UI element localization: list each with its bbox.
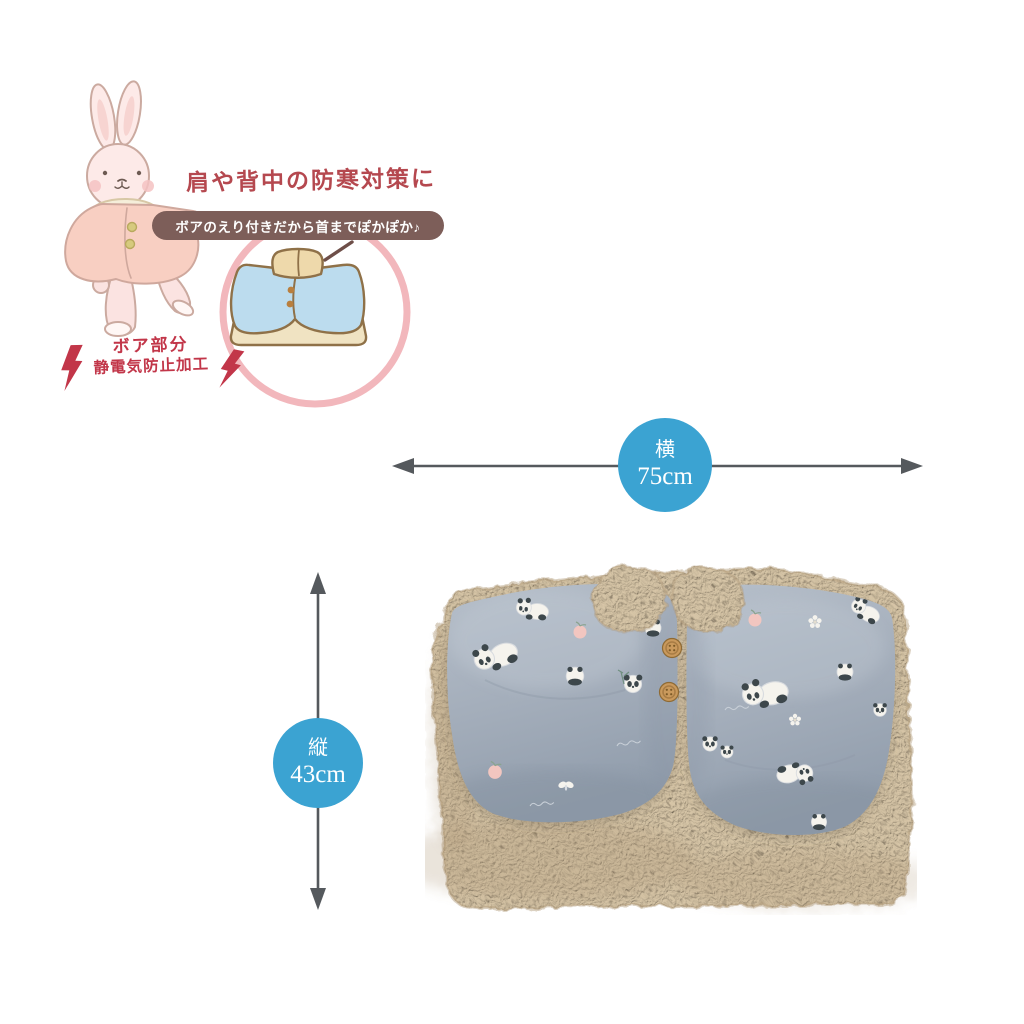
cape-illustration bbox=[229, 247, 368, 347]
collar-detail-illustration bbox=[219, 216, 411, 408]
speech-bubble: ボアのえり付きだから首までぽかぽか♪ bbox=[152, 211, 444, 240]
wooden-button bbox=[658, 681, 680, 703]
height-label: 縦 bbox=[308, 736, 328, 759]
cape-button bbox=[124, 238, 136, 250]
caption-line2: 静電気防止加工 bbox=[93, 356, 210, 378]
lightning-icon bbox=[219, 349, 245, 388]
rabbit-ears bbox=[89, 80, 142, 151]
lightning-icon bbox=[61, 344, 83, 392]
anti-static-caption: ボア部分 静電気防止加工 bbox=[77, 332, 224, 380]
bubble-pointer-line bbox=[323, 240, 354, 262]
width-value: 75cm bbox=[637, 462, 693, 490]
height-badge: 縦 43cm bbox=[273, 718, 363, 808]
cape-button bbox=[286, 300, 294, 308]
wooden-button bbox=[661, 637, 683, 659]
cape-button bbox=[287, 286, 295, 294]
rabbit-legs bbox=[92, 268, 195, 337]
width-label: 横 bbox=[655, 438, 675, 461]
cape-body bbox=[229, 263, 366, 335]
rabbit-face bbox=[102, 170, 142, 189]
height-value: 43cm bbox=[290, 760, 346, 788]
feature-heading: 肩や背中の防寒対策に bbox=[185, 165, 437, 196]
cape-button bbox=[126, 221, 138, 233]
width-badge: 横 75cm bbox=[618, 418, 712, 512]
product-photo-cape bbox=[425, 565, 917, 910]
